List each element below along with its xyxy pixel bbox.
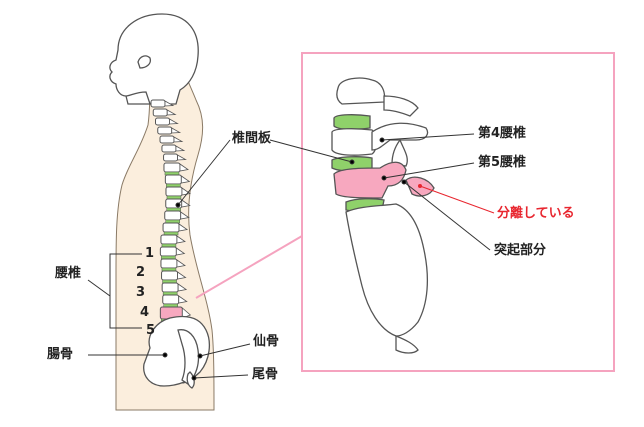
zoomed-lumbar [331,77,435,354]
vertebra-number-5: 5 [146,323,156,338]
thoracic-vertebra [164,174,182,185]
thoracic-vertebra [159,246,177,257]
vertebra-number-2: 2 [136,265,146,280]
spinous-process [177,283,188,292]
thoracic-vertebra [162,222,180,233]
spinous-process [176,235,186,244]
zoom-sacrum [345,203,428,337]
spinous-process [180,175,191,184]
thoracic-vertebra [161,282,179,293]
spinous-process [178,295,188,304]
label-coccyx: 尾骨 [252,367,279,382]
label-sacrum: 仙骨 [253,334,280,349]
cervical-vertebra [155,117,170,126]
label-separated: 分離している [497,206,575,221]
cervical-vertebra [150,99,166,108]
zoom-l4 [331,128,378,156]
spinous-process [166,109,177,116]
thoracic-vertebra [161,270,179,281]
label-ilium: 腸骨 [47,347,74,362]
cervical-vertebra [157,126,173,135]
left-leader-lines [87,139,251,381]
vertebra-number-4: 4 [140,305,150,320]
spinous-process [179,163,189,172]
right-leader-lines [269,133,491,251]
vertebra-number-1: 1 [145,246,155,261]
thoracic-vertebra [163,162,181,173]
spinous-process [177,271,187,280]
thoracic-vertebra [160,258,178,269]
cervical-vertebra [152,108,168,117]
cervical-vertebra [161,144,177,153]
thoracic-vertebra [160,234,178,245]
thoracic-vertebra [165,186,183,197]
cervical-vertebra [159,135,175,144]
spinous-process [177,154,187,161]
spinous-process [169,118,179,125]
thoracic-vertebra [162,294,180,305]
label-lumbar: 腰椎 [55,266,82,281]
cervical-vertebra [163,153,179,162]
separation-leader [418,184,495,214]
spinous-process [175,247,186,256]
zoom-l5 [333,161,407,199]
spinous-process [181,199,191,208]
vertebra-number-3: 3 [136,285,146,300]
spinous-process [180,211,190,220]
spinous-process [178,223,189,232]
label-process: 突起部分 [494,243,547,258]
spinous-process [171,127,182,134]
skull [109,13,199,105]
spinous-process [175,145,186,152]
spinous-process [173,136,184,143]
label-l4: 第4腰椎 [478,126,527,141]
label-l5: 第5腰椎 [478,155,527,170]
pelvis [143,315,211,389]
spinous-process [164,100,175,107]
spinous-process [176,259,186,268]
zoom-disc-upper [333,114,371,130]
label-intervertebral-disc: 椎間板 [232,131,272,146]
sacrum-bone [177,329,200,385]
thoracic-vertebra [164,210,182,221]
